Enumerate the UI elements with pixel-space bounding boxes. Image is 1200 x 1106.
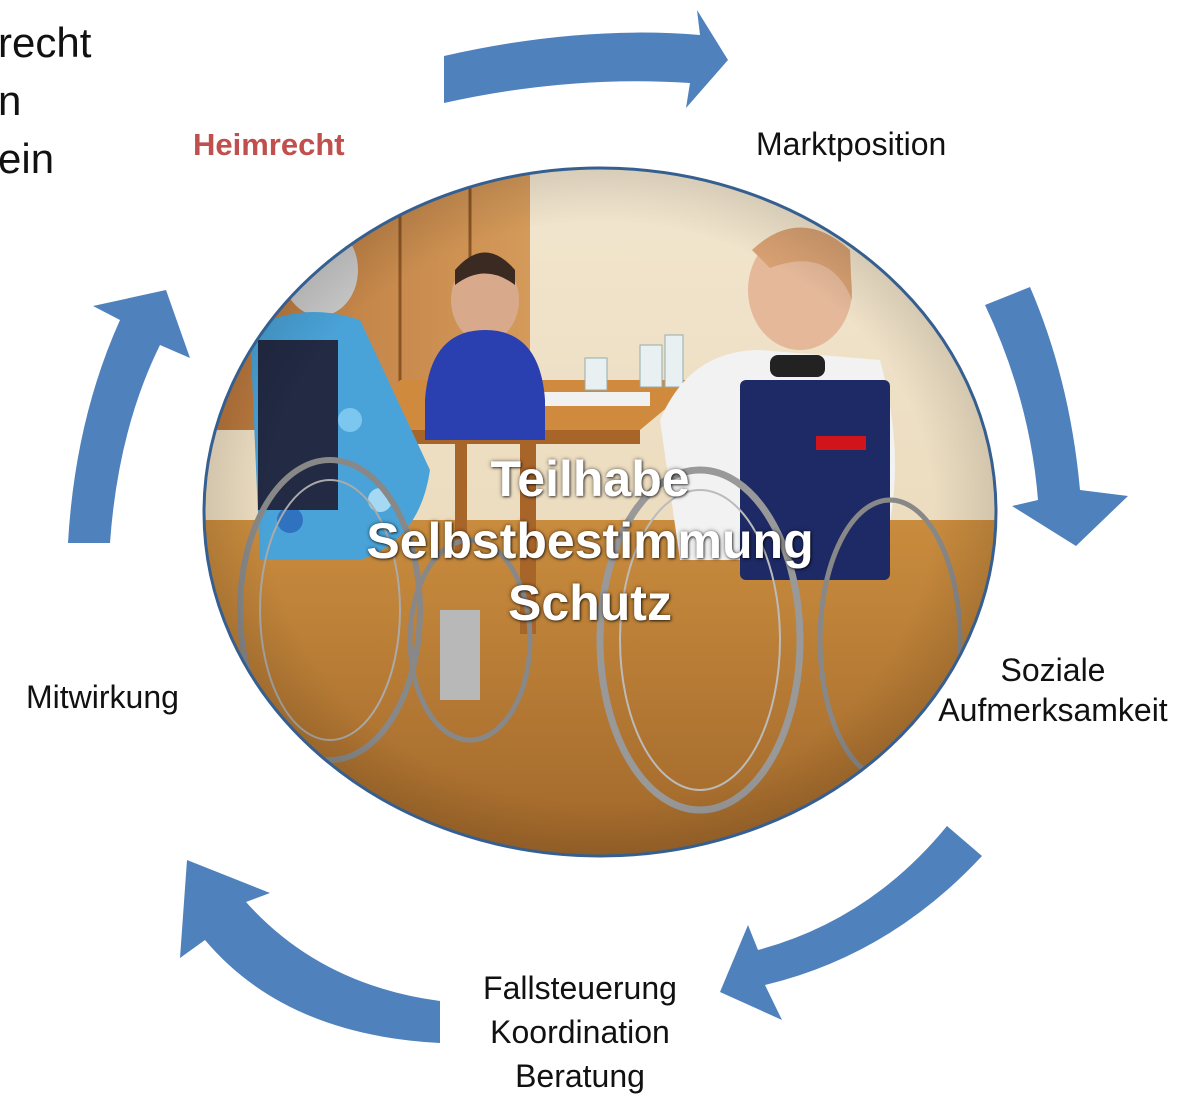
marktposition-label: Marktposition bbox=[756, 126, 947, 162]
heimrecht-label: Heimrecht bbox=[193, 127, 345, 162]
center-term: Selbstbestimmung bbox=[366, 513, 814, 569]
mitwirkung-label: Mitwirkung bbox=[26, 679, 179, 715]
fallsteuerung-label: Fallsteuerung Koordination Beratung bbox=[440, 966, 720, 1098]
fallsteuerung-label-line: Fallsteuerung bbox=[483, 970, 677, 1006]
arrow-top-right bbox=[444, 10, 728, 108]
arrow-bottom-right bbox=[720, 826, 982, 1020]
fallsteuerung-label-line: Koordination bbox=[490, 1014, 670, 1050]
side-text-line: ein bbox=[0, 135, 55, 182]
center-term: Teilhabe bbox=[490, 451, 690, 507]
side-text-line: n bbox=[0, 77, 22, 124]
soziale-aufmerksamkeit-label: Soziale Aufmerksamkeit bbox=[903, 650, 1200, 730]
soziale-label-line: Aufmerksamkeit bbox=[938, 692, 1168, 728]
arrow-left-up bbox=[68, 290, 190, 543]
center-term: Schutz bbox=[508, 575, 672, 631]
side-text-line: recht bbox=[0, 19, 92, 66]
arrow-bottom-left bbox=[180, 860, 440, 1043]
arrow-right-down bbox=[985, 287, 1128, 546]
center-terms: Teilhabe Selbstbestimmung Schutz bbox=[330, 448, 850, 634]
fallsteuerung-label-line: Beratung bbox=[515, 1058, 645, 1094]
photo-circle-border bbox=[202, 166, 998, 858]
side-text-fragment: recht n ein bbox=[0, 14, 91, 188]
soziale-label-line: Soziale bbox=[1000, 652, 1106, 688]
